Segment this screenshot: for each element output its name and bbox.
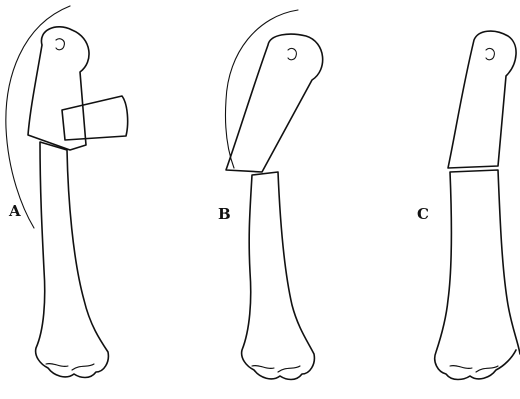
condyle-lines-b	[252, 366, 300, 372]
figure-label-c: C	[417, 207, 429, 222]
humerus-a	[6, 6, 128, 378]
figure-label-a: A	[9, 204, 21, 219]
shaft-c	[435, 170, 520, 380]
upper-fragment-a	[28, 27, 89, 150]
splint-pad-a	[62, 96, 128, 140]
condyle-lines-a	[46, 364, 94, 370]
shaft-b	[242, 172, 315, 380]
head-curl-a	[56, 39, 64, 50]
figure-label-b: B	[218, 207, 231, 222]
condyle-lines-c	[450, 366, 498, 372]
humerus-b	[225, 10, 322, 380]
head-curl-b	[288, 48, 296, 59]
upper-fragment-b	[226, 34, 323, 172]
upper-fragment-c	[448, 31, 516, 168]
humerus-c	[435, 31, 520, 379]
head-curl-c	[486, 48, 494, 59]
shaft-a	[36, 142, 109, 378]
